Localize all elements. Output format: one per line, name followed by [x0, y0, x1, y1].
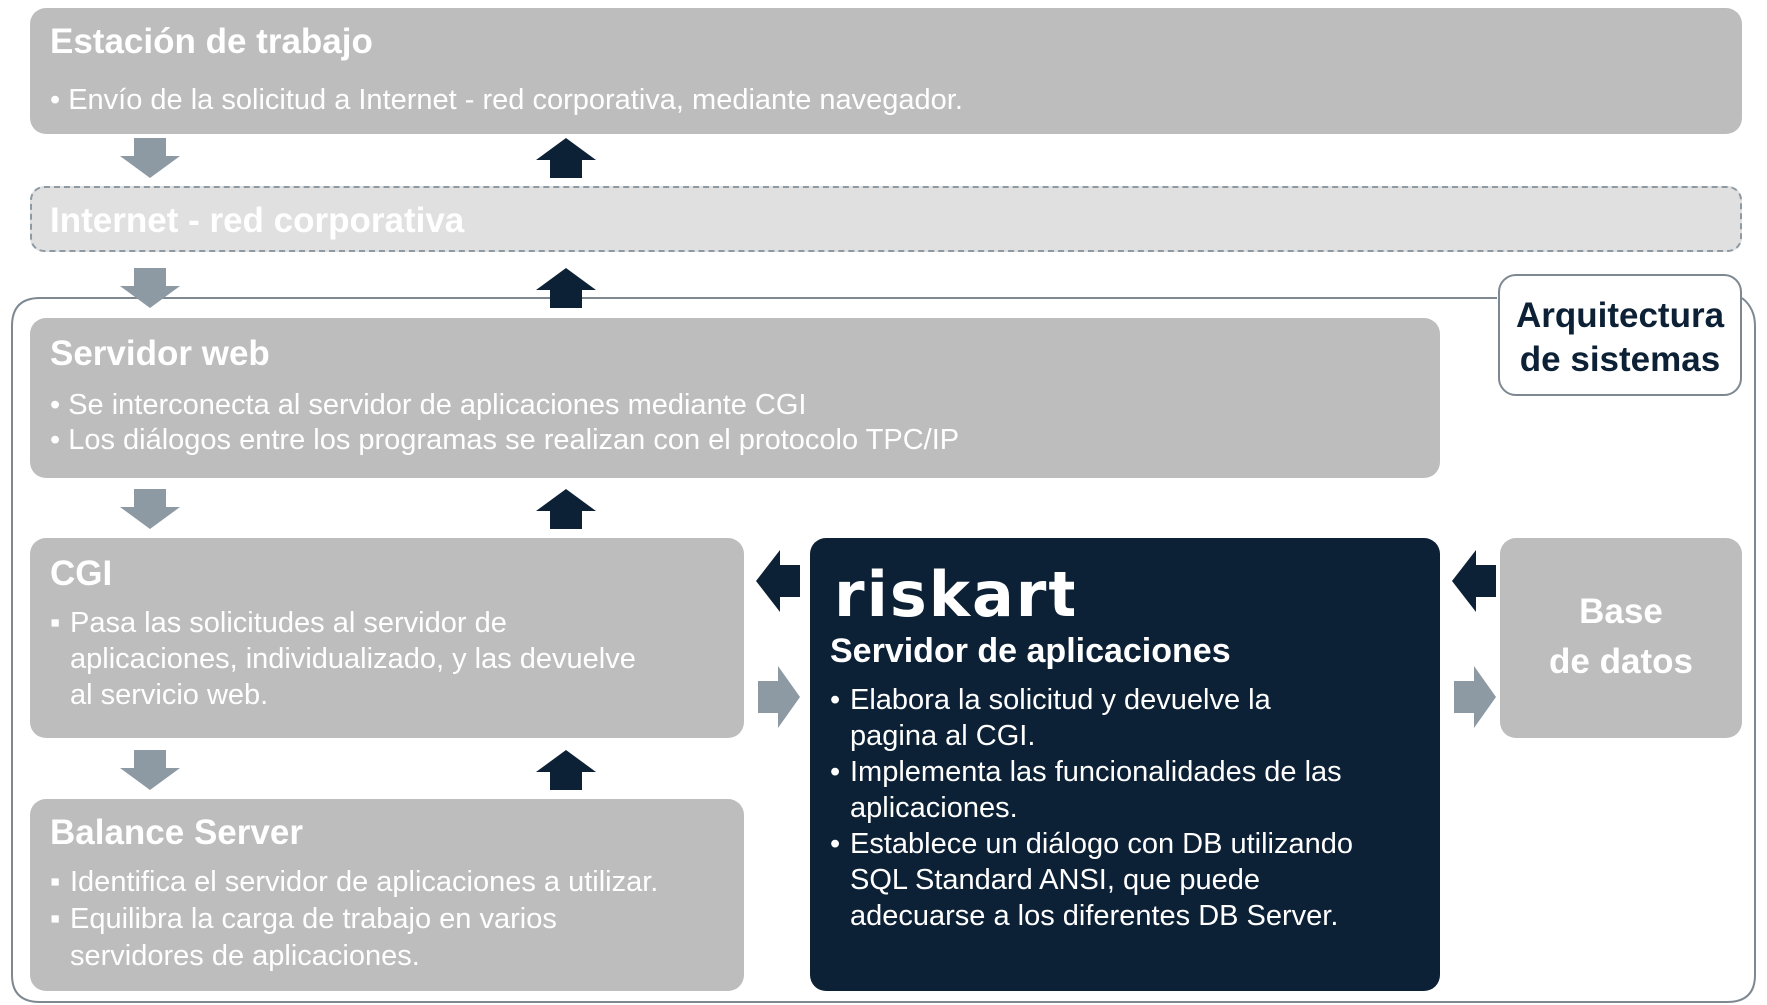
riskart-line-2: pagina al CGI. — [850, 720, 1036, 752]
estacion-title: Estación de trabajo — [50, 22, 373, 61]
internet-box: Internet - red corporativa — [30, 186, 1742, 252]
balance-line-1: ▪Identifica el servidor de aplicaciones … — [50, 863, 658, 901]
bullet-icon: • — [830, 828, 841, 860]
riskart-line-5: •Establece un diálogo con DB utilizando — [830, 825, 1353, 863]
balance-line-3: servidores de aplicaciones. — [70, 940, 420, 972]
arrow-down-icon — [120, 489, 180, 529]
servidor-web-line-1: • Se interconecta al servidor de aplicac… — [50, 389, 807, 421]
internet-title: Internet - red corporativa — [50, 201, 465, 240]
arquitectura-line-2: de sistemas — [1519, 340, 1721, 379]
servidor-web-line-2: • Los diálogos entre los programas se re… — [50, 424, 960, 456]
base-datos-line-2: de datos — [1549, 642, 1693, 681]
base-datos-line-1: Base — [1579, 592, 1663, 631]
riskart-logo: riskart — [834, 566, 1074, 624]
arquitectura-line-1: Arquitectura — [1515, 296, 1725, 335]
bullet-icon: • — [830, 756, 841, 788]
arrow-up-icon — [536, 489, 596, 529]
square-bullet-icon: ▪ — [50, 903, 61, 935]
bullet-icon: • — [830, 684, 841, 716]
arrow-up-icon — [536, 138, 596, 178]
base-datos-box: Base de datos — [1500, 538, 1742, 738]
square-bullet-icon: ▪ — [50, 607, 61, 639]
cgi-line-2: aplicaciones, individualizado, y las dev… — [70, 643, 636, 675]
riskart-line-7: adecuarse a los diferentes DB Server. — [850, 900, 1339, 932]
estacion-line-1: • Envío de la solicitud a Internet - red… — [50, 84, 963, 116]
cgi-line-3: al servicio web. — [70, 679, 269, 711]
cgi-box: CGI ▪Pasa las solicitudes al servidor de… — [30, 538, 744, 738]
arrow-up-icon — [536, 268, 596, 308]
balance-title: Balance Server — [50, 813, 303, 852]
arrow-up-icon — [536, 750, 596, 790]
arrow-down-icon — [120, 750, 180, 790]
arrow-left-icon — [1452, 550, 1496, 612]
riskart-app-server-box: riskart Servidor de aplicaciones •Elabor… — [810, 538, 1440, 991]
servidor-web-box: Servidor web • Se interconecta al servid… — [30, 318, 1440, 478]
svg-text:riskart: riskart — [834, 566, 1074, 624]
riskart-title: Servidor de aplicaciones — [830, 632, 1231, 670]
servidor-web-title: Servidor web — [50, 334, 270, 373]
arrow-left-icon — [756, 550, 800, 612]
arrow-right-icon — [1454, 666, 1496, 728]
arrow-down-icon — [120, 268, 180, 308]
riskart-line-4: aplicaciones. — [850, 792, 1018, 824]
arrow-down-icon — [120, 138, 180, 178]
riskart-line-1: •Elabora la solicitud y devuelve la — [830, 681, 1271, 719]
cgi-line-1: ▪Pasa las solicitudes al servidor de — [50, 604, 507, 642]
balance-line-2: ▪Equilibra la carga de trabajo en varios — [50, 900, 557, 938]
riskart-line-3: •Implementa las funcionalidades de las — [830, 753, 1342, 791]
riskart-line-6: SQL Standard ANSI, que puede — [850, 864, 1261, 896]
estacion-trabajo-box: Estación de trabajo • Envío de la solici… — [30, 8, 1742, 134]
arquitectura-label: Arquitectura de sistemas — [1498, 274, 1742, 396]
square-bullet-icon: ▪ — [50, 866, 61, 898]
balance-server-box: Balance Server ▪Identifica el servidor d… — [30, 799, 744, 991]
arrow-right-icon — [758, 666, 800, 728]
cgi-title: CGI — [50, 554, 113, 593]
